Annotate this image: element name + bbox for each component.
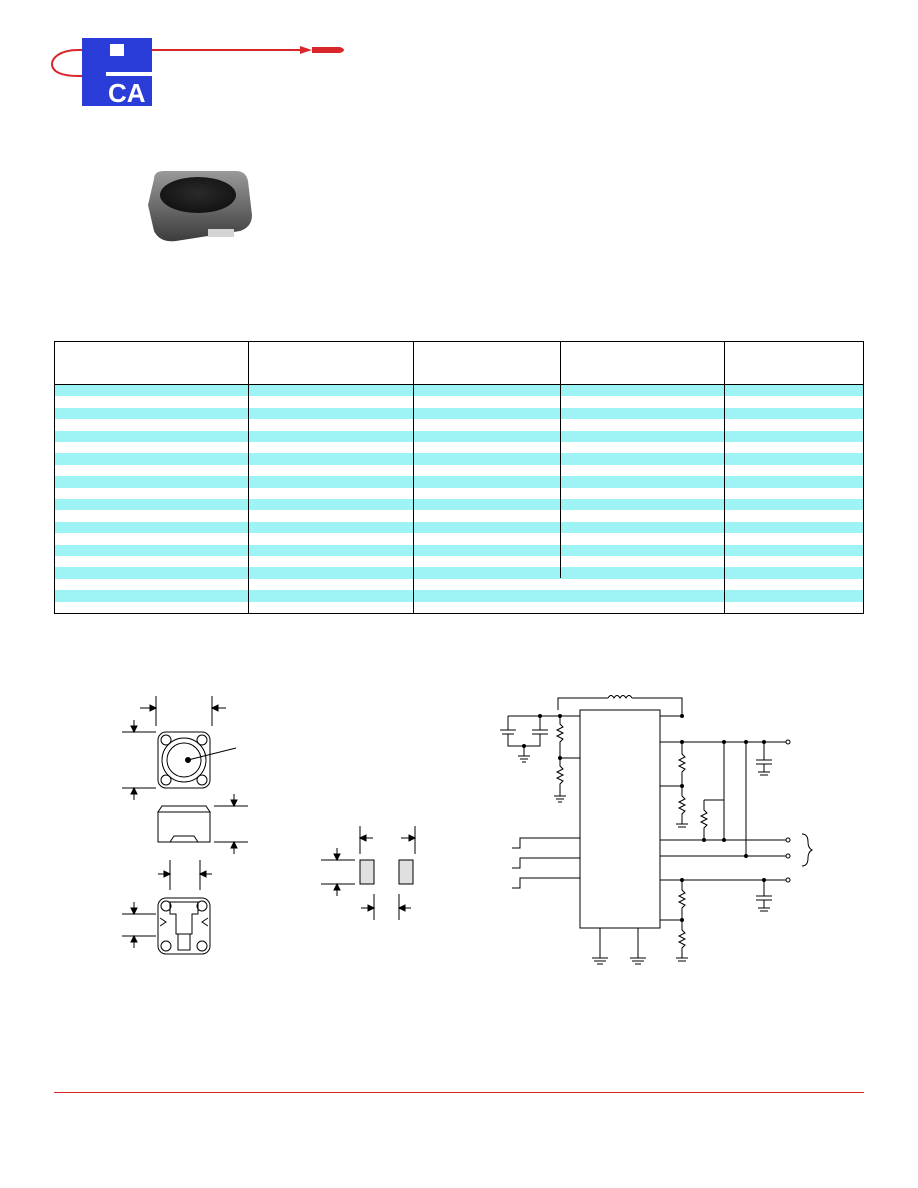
table-row [55,385,863,397]
table-row [55,396,863,408]
table-row [55,464,863,477]
column-divider [724,482,725,613]
pad-layout-drawing [321,826,417,920]
svg-text:CA: CA [108,78,146,108]
table-row [55,544,863,556]
table-row [55,407,863,420]
table-row [55,487,863,499]
table-row [55,590,863,602]
table-body [55,385,863,613]
table-row [55,556,863,568]
table-row [55,567,863,579]
column-divider [724,342,725,482]
table-row [55,601,863,613]
table-row [55,578,863,591]
inductor-dimension-drawing [122,696,248,955]
table-row [55,510,863,522]
table-row [55,499,863,511]
specification-table [54,341,864,614]
column-divider [248,468,249,613]
table-row [55,521,863,534]
table-row [55,430,863,442]
column-divider [413,342,414,613]
table-row [55,476,863,488]
column-divider [248,342,249,468]
application-circuit-schematic [500,695,814,965]
table-row [55,442,863,454]
smd-power-inductor-photo [148,171,252,242]
pca-logo: CA [50,38,344,108]
footer-divider [54,1092,864,1093]
table-row [55,453,863,465]
table-header [55,342,863,385]
table-row [55,533,863,545]
column-divider [560,342,561,578]
table-row [55,419,863,431]
